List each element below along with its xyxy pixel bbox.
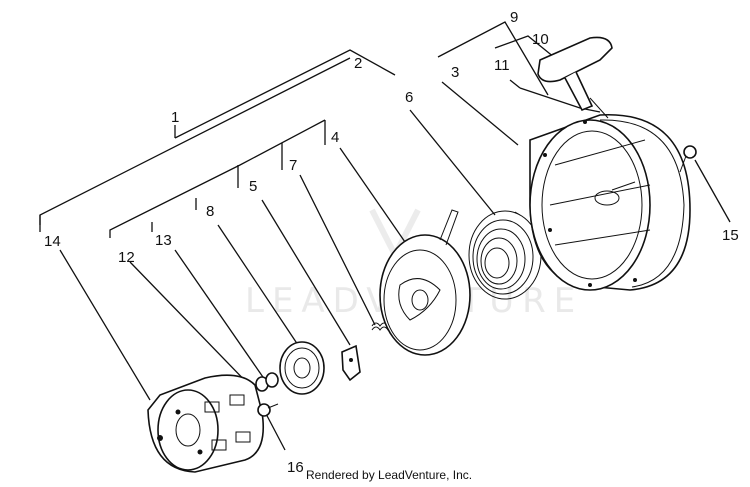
callout-15: 15 [722,227,739,244]
part-12-13-16-washer-screw [255,372,279,417]
callout-6: 6 [405,89,413,106]
callout-16: 16 [287,459,304,476]
credit-text: Rendered by LeadVenture, Inc. [306,468,473,482]
part-4-pulley [379,209,471,356]
part-5-pawl [341,344,361,382]
part-14-starter-cup [147,374,264,473]
callout-10: 10 [532,31,549,48]
part-10-11-handle-rope [537,36,613,119]
callout-7: 7 [289,157,297,174]
callout-5: 5 [249,178,257,195]
callout-11: 11 [494,57,510,74]
callout-4: 4 [331,129,339,146]
callout-2: 2 [354,55,362,72]
callout-13: 13 [155,232,172,249]
callout-labels: 1 2 3 4 5 6 7 8 9 10 11 12 13 14 15 16 [44,9,739,476]
part-3-starter-housing [529,114,691,291]
callout-9: 9 [510,9,518,26]
leader-lines [39,21,731,451]
callout-8: 8 [206,203,214,220]
callout-1: 1 [171,109,179,126]
callout-14: 14 [44,233,61,250]
part-8-retainer [279,341,325,395]
callout-3: 3 [451,64,459,81]
callout-12: 12 [118,249,135,266]
part-15-bolt [679,145,697,173]
